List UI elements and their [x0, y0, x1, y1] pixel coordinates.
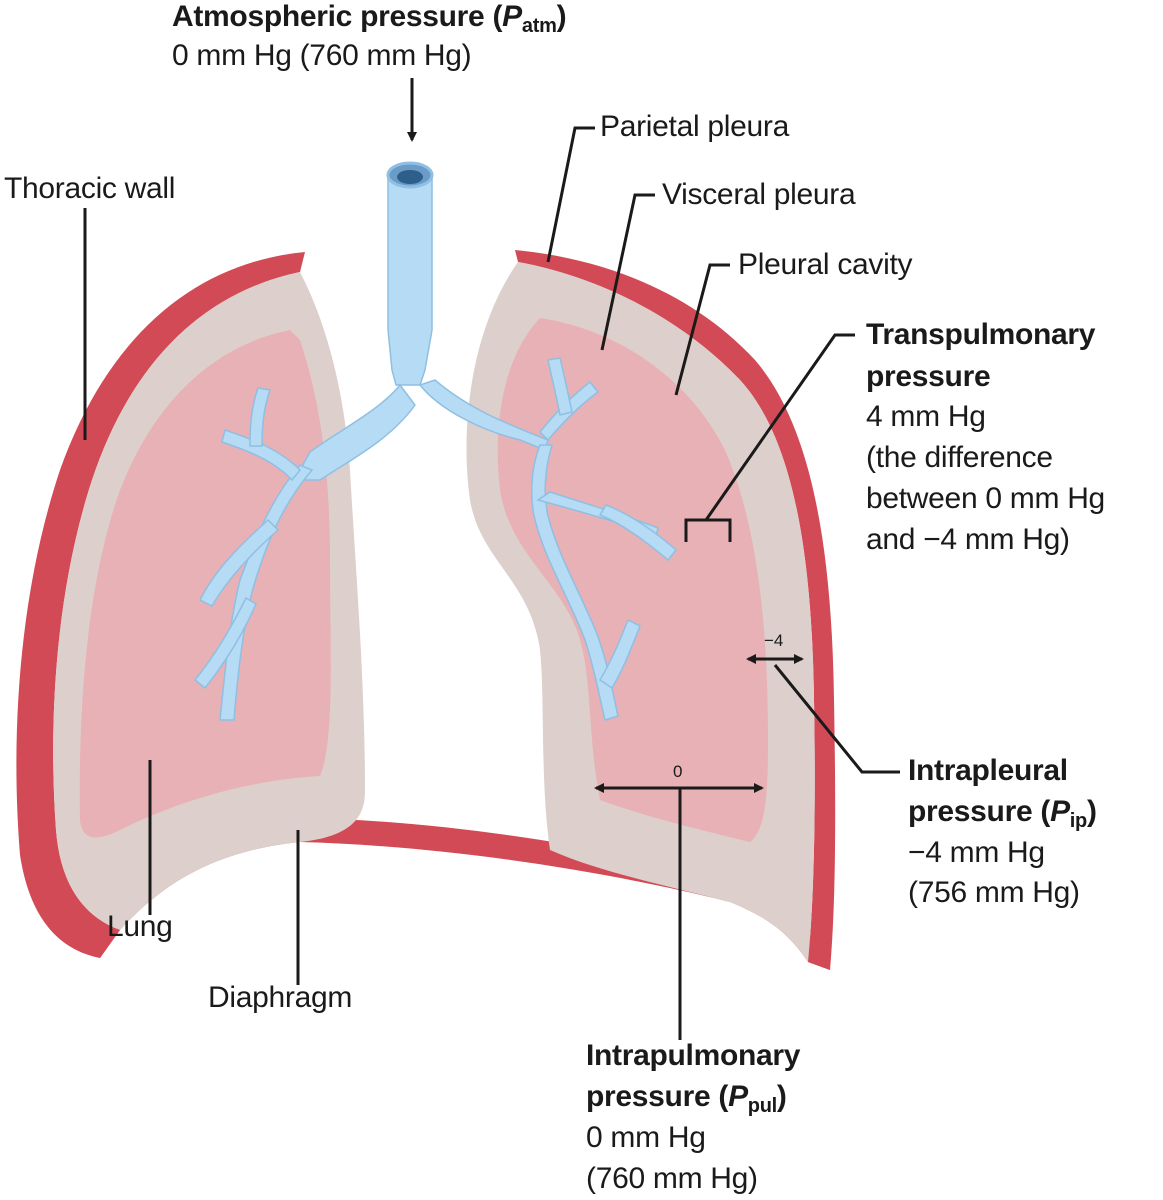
- marker-intrapulmonary-label: 0: [673, 762, 682, 781]
- leader-transpulmonary: [704, 333, 855, 521]
- atm-pressure-value: 0 mm Hg (760 mm Hg): [172, 39, 472, 72]
- leader-intrapleural: [773, 664, 900, 774]
- marker-intrapleural-label: −4: [764, 631, 783, 650]
- bracket-transpulmonary: [684, 518, 732, 542]
- lung-right: [497, 318, 768, 842]
- leader-lines: [83, 78, 900, 1040]
- lung-label: Lung: [107, 910, 173, 943]
- leader-visceral-pleura: [600, 193, 655, 351]
- thoracic-wall-label: Thoracic wall: [4, 172, 176, 205]
- leader-parietal-pleura: [546, 126, 595, 263]
- atm-pressure-title: Atmospheric pressure (Patm): [172, 0, 567, 37]
- pleural-cavity-label: Pleural cavity: [738, 248, 913, 281]
- parietal-pleura-label: Parietal pleura: [600, 110, 789, 143]
- leader-pleural-cavity: [674, 263, 730, 396]
- diaphragm-shape: [100, 818, 830, 970]
- bronchial-tree: [193, 174, 678, 721]
- visceral-pleura-label: Visceral pleura: [662, 178, 856, 211]
- diaphragm-label: Diaphragm: [208, 981, 353, 1014]
- thoracic-wall-left: [16, 252, 306, 958]
